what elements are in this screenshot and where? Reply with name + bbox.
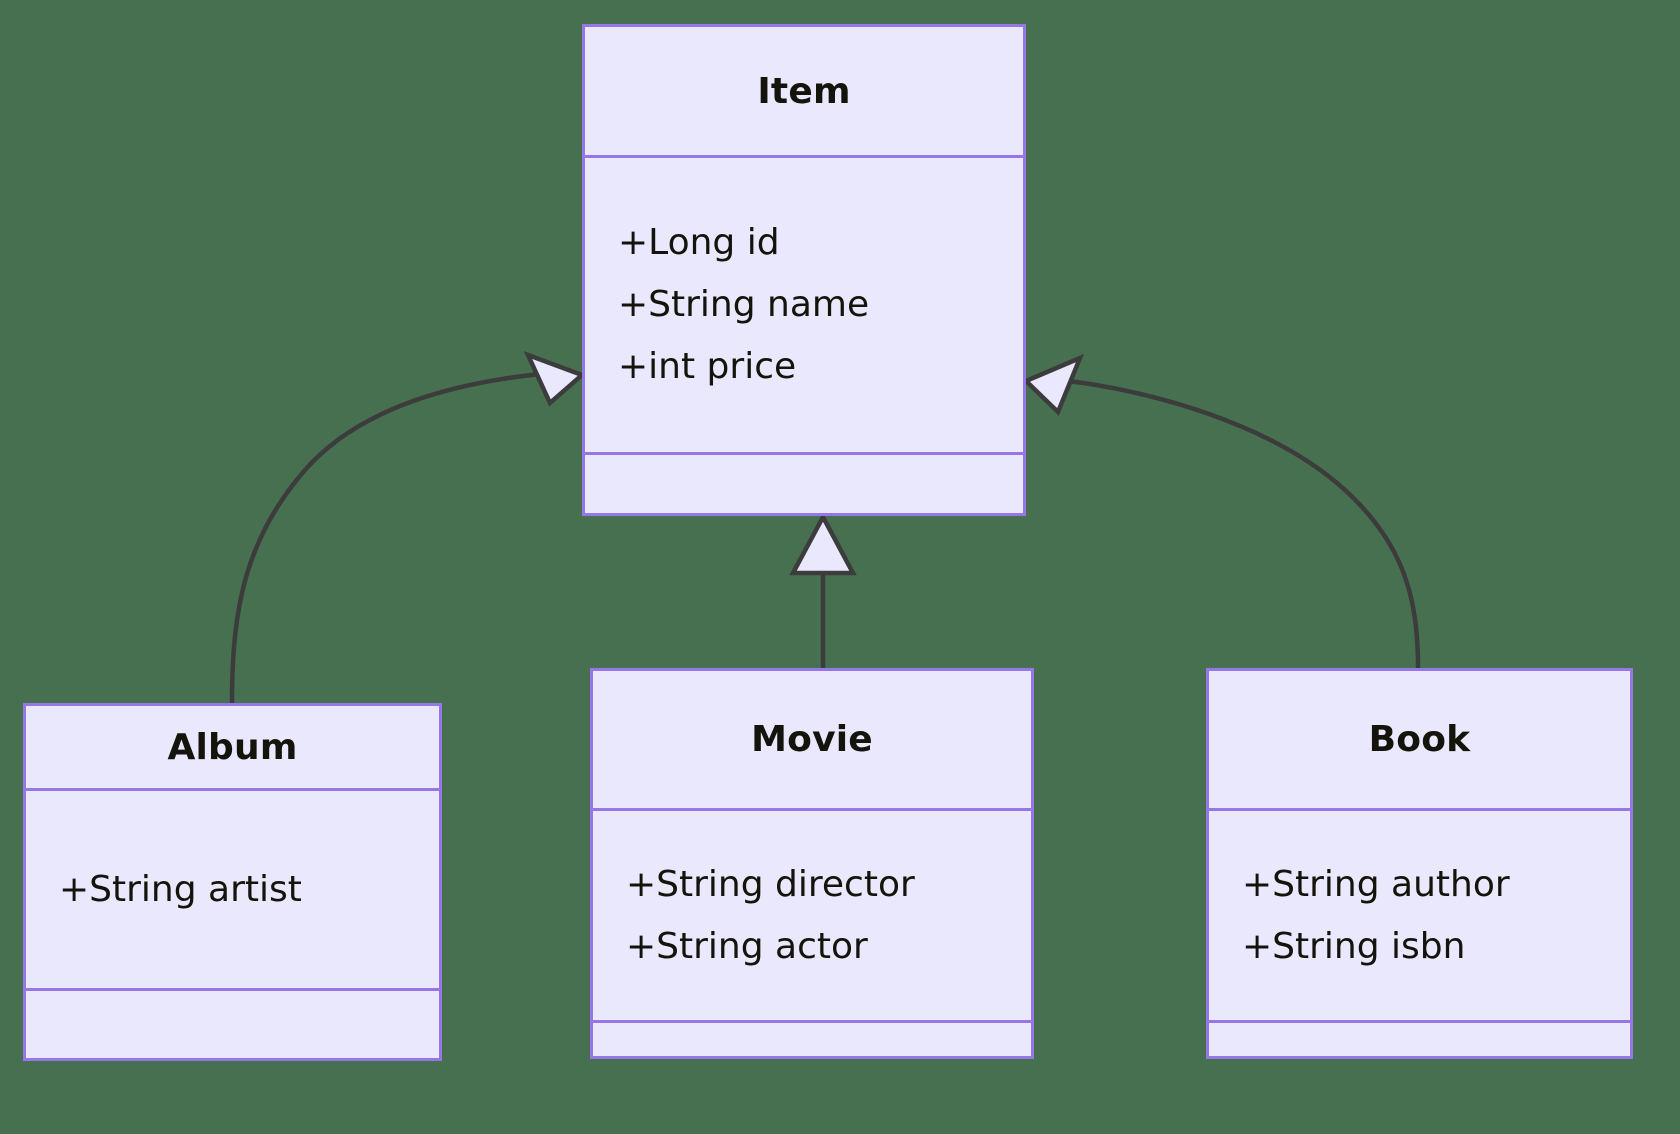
- class-attributes-compartment-item: +Long id +String name +int price: [585, 155, 1023, 452]
- attribute-row: +String isbn: [1242, 925, 1466, 967]
- class-methods-compartment-book: [1209, 1020, 1630, 1056]
- class-attributes-compartment-album: +String artist: [26, 788, 439, 988]
- generalization-movie-to-item[interactable]: [789, 512, 857, 671]
- uml-class-item[interactable]: Item +Long id +String name +int price: [582, 24, 1026, 516]
- attribute-row: +String artist: [59, 868, 302, 910]
- class-title-compartment-movie: Movie: [593, 671, 1031, 808]
- attribute-row: +Long id: [618, 222, 780, 264]
- class-title-compartment-book: Book: [1209, 671, 1630, 808]
- generalization-line-album-to-item: [229, 371, 543, 706]
- generalization-line-book-to-item: [1065, 378, 1421, 671]
- class-methods-compartment-movie: [593, 1020, 1031, 1056]
- uml-class-album[interactable]: Album +String artist: [23, 703, 442, 1061]
- class-name-movie: Movie: [751, 719, 873, 760]
- hollow-triangle-arrowhead-movie-to-item: [789, 512, 857, 576]
- class-attributes-compartment-book: +String author +String isbn: [1209, 808, 1630, 1020]
- class-name-book: Book: [1368, 719, 1471, 760]
- attribute-row: +String author: [1242, 863, 1510, 905]
- attribute-row: +int price: [618, 345, 797, 387]
- class-methods-compartment-album: [26, 988, 439, 1058]
- generalization-album-to-item[interactable]: [229, 351, 587, 706]
- hollow-triangle-arrowhead-book-to-item: [1022, 353, 1085, 416]
- attribute-row: +String actor: [626, 925, 868, 967]
- class-title-compartment-album: Album: [26, 706, 439, 788]
- attribute-row: +String name: [618, 284, 870, 326]
- class-title-compartment-item: Item: [585, 27, 1023, 155]
- class-name-album: Album: [167, 726, 298, 768]
- class-name-item: Item: [757, 70, 851, 112]
- uml-class-movie[interactable]: Movie +String director +String actor: [590, 668, 1034, 1059]
- class-methods-compartment-item: [585, 452, 1023, 513]
- class-attributes-compartment-movie: +String director +String actor: [593, 808, 1031, 1020]
- uml-class-book[interactable]: Book +String author +String isbn: [1206, 668, 1633, 1059]
- hollow-triangle-arrowhead-album-to-item: [523, 351, 587, 407]
- generalization-book-to-item[interactable]: [1022, 353, 1421, 671]
- attribute-row: +String director: [626, 863, 915, 905]
